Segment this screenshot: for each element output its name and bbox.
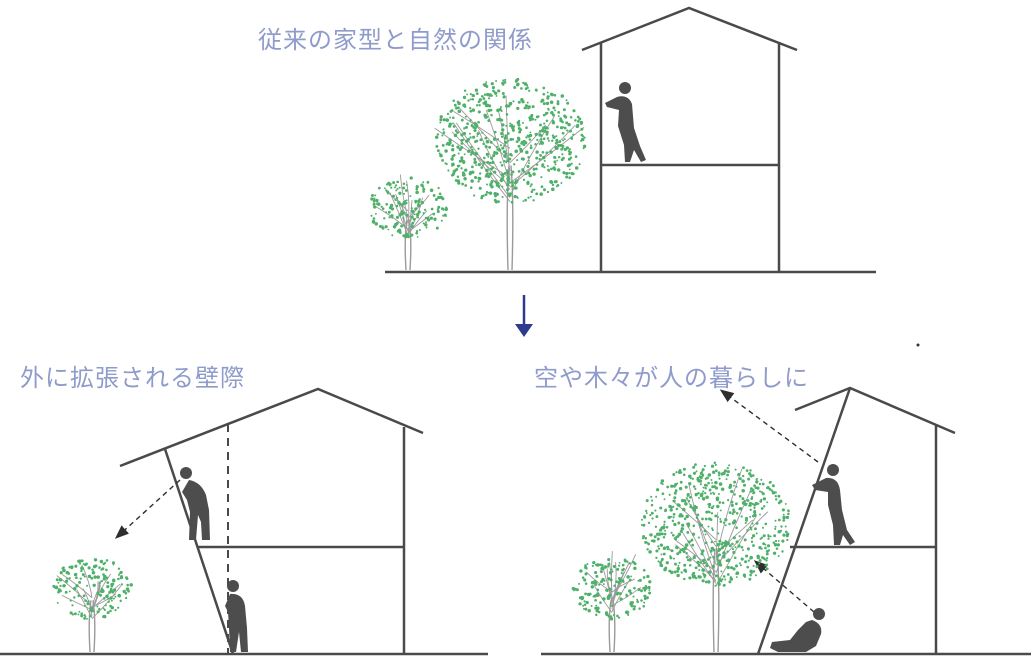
br-house [756,386,956,655]
caption-sky-and-trees: 空や木々が人の暮らしに [534,364,809,392]
top-tree-large [434,77,587,271]
br-dot [916,343,920,347]
br-person-standing [812,464,855,545]
caption-traditional-house: 従来の家型と自然の関係 [258,26,533,54]
caption-expanded-wall: 外に拡張される壁際 [20,364,245,392]
br-tree-small [571,551,652,653]
top-tree-small [370,174,448,271]
bl-house [119,387,424,655]
down-arrow [515,295,533,337]
bl-person-upper [180,467,210,540]
top-scene [370,6,876,274]
top-house [581,6,798,272]
bl-tree [52,558,133,653]
br-person-reclining [770,608,825,652]
bl-view-arrow [114,479,181,539]
br-tree-large [640,461,790,653]
bl-person-lower [225,580,248,652]
bottom-left-scene [0,387,488,656]
br-view-arrow-lower [753,560,815,613]
bottom-right-scene [541,343,1031,656]
top-person-leaning [605,82,646,162]
br-view-arrow-upper [719,389,819,463]
